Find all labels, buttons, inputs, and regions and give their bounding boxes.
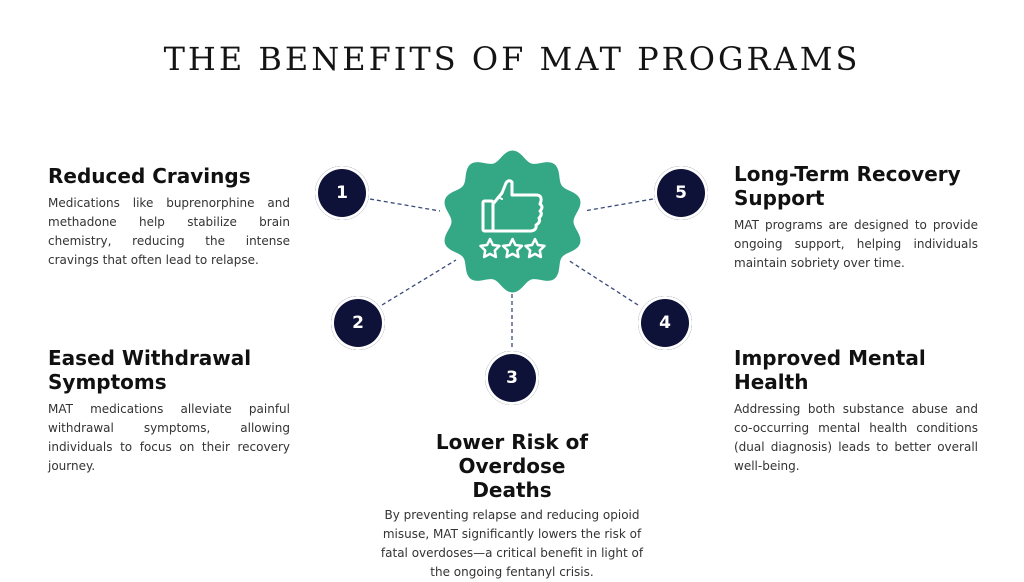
benefit-1-block: Reduced Cravings Medications like bupren…: [48, 164, 290, 270]
connector-2: [381, 259, 457, 306]
thumbs-up-three-stars-icon: [481, 179, 544, 233]
benefit-5-heading: Long-Term Recovery Support: [734, 162, 961, 210]
benefit-1-text: Medications like buprenorphine and metha…: [48, 196, 290, 267]
connector-5: [583, 198, 654, 212]
page-title: THE BENEFITS OF MAT PROGRAMS: [163, 40, 861, 78]
step-5-badge: 5: [654, 166, 708, 220]
benefit-2-block: Eased Withdrawal Symptoms MAT medication…: [48, 346, 290, 476]
benefit-4-block: Improved Mental Health Addressing both s…: [734, 346, 978, 476]
hub-scalloped-shape: [444, 150, 581, 293]
step-4-badge: 4: [638, 296, 692, 350]
benefit-2-text: MAT medications alleviate painful withdr…: [48, 402, 290, 473]
benefit-3-text: By preventing relapse and reducing opioi…: [380, 508, 644, 579]
benefit-4-text: Addressing both substance abuse and co-o…: [734, 402, 978, 473]
hub-badge: [444, 150, 581, 293]
step-3-badge: 3: [485, 351, 539, 405]
benefit-5-block: Long-Term Recovery Support MAT programs …: [734, 162, 978, 273]
step-1-badge: 1: [315, 166, 369, 220]
benefit-2-heading: Eased Withdrawal Symptoms: [48, 346, 252, 394]
connector-1: [369, 198, 441, 212]
benefit-4-heading: Improved Mental Health: [734, 346, 926, 394]
benefit-3-heading: Lower Risk of Overdose Deaths: [435, 430, 589, 502]
benefit-5-text: MAT programs are designed to provide ong…: [734, 218, 978, 270]
rating-stars-icon: [479, 237, 546, 259]
step-2-badge: 2: [331, 296, 385, 350]
benefit-1-heading: Reduced Cravings: [48, 164, 251, 188]
benefit-3-block: Lower Risk of Overdose Deaths By prevent…: [372, 430, 652, 582]
